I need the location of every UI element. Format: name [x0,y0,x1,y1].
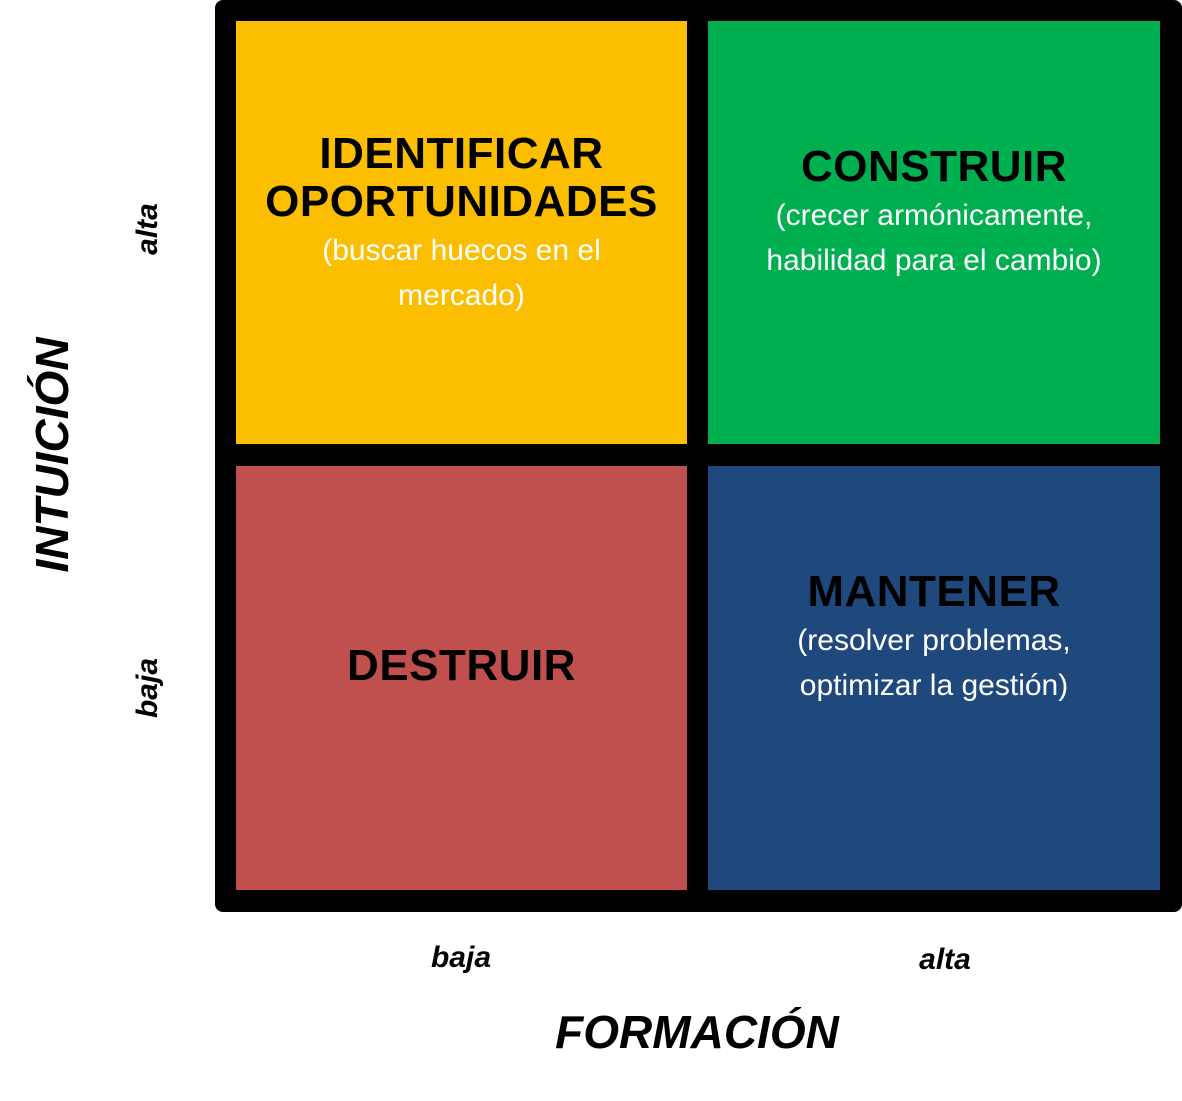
quadrant-title: IDENTIFICAR OPORTUNIDADES [265,128,658,226]
quadrant-destruir: DESTRUIR [236,466,687,890]
quadrant-subtitle: (buscar huecos en el mercado) [322,233,601,312]
x-axis-title: FORMACIÓN [555,1006,839,1058]
y-axis-low-label: baja [131,657,164,719]
y-axis-high-label: alta [131,203,164,255]
quadrant-title: MANTENER [807,567,1061,616]
x-axis-low-label: baja [430,941,492,974]
quadrant-mantener: MANTENER (resolver problemas, optimizar … [708,466,1160,890]
y-axis-title: INTUICIÓN [26,337,78,573]
quadrant-identificar-oportunidades: IDENTIFICAR OPORTUNIDADES (buscar huecos… [236,21,687,444]
quadrant-subtitle: (resolver problemas, optimizar la gestió… [797,624,1071,702]
quadrant-title: DESTRUIR [347,641,576,690]
quadrant-subtitle: (crecer armónicamente, habilidad para el… [766,198,1102,277]
matrix-frame: IDENTIFICAR OPORTUNIDADES (buscar huecos… [215,0,1182,912]
quadrant-construir: CONSTRUIR (crecer armónicamente, habilid… [708,21,1160,444]
quadrant-title: CONSTRUIR [800,141,1068,191]
x-axis-high-label: alta [919,943,971,976]
